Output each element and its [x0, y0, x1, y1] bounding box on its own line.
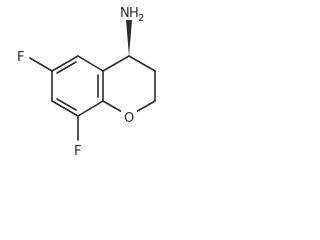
fluorine-bottom-label: F: [74, 144, 81, 159]
bond-c8-c8a: [77, 100, 104, 117]
aromatic-ring: [51, 55, 104, 117]
double-bond-c5-c6: [56, 61, 77, 74]
amine-h-count-label: 2: [138, 13, 144, 24]
bond-c6-f: [29, 57, 53, 72]
atom-label-fluorine-top: F: [14, 48, 28, 65]
bond-c4-c3: [128, 55, 156, 72]
bond-c4a-c4: [102, 55, 130, 72]
amine-h-label: H: [129, 6, 139, 21]
bond-c4a-c5: [77, 55, 104, 72]
ring-oxygen-label: O: [124, 111, 134, 126]
atom-label-fluorine-bottom: F: [71, 142, 85, 159]
bond-c5-c6: [51, 55, 79, 72]
bond-c7-c8: [51, 100, 79, 117]
wedge-bond-amine: [126, 20, 132, 56]
amine-n-label: N: [120, 6, 130, 21]
double-bond-c7-c8: [56, 98, 77, 111]
molecule-structure: N H 2 F F O: [14, 3, 156, 159]
fluorine-top-label: F: [17, 50, 24, 65]
atom-label-ring-oxygen: O: [121, 109, 137, 126]
pyran-ring: [102, 55, 156, 117]
atom-label-amine: N H 2: [118, 3, 146, 24]
